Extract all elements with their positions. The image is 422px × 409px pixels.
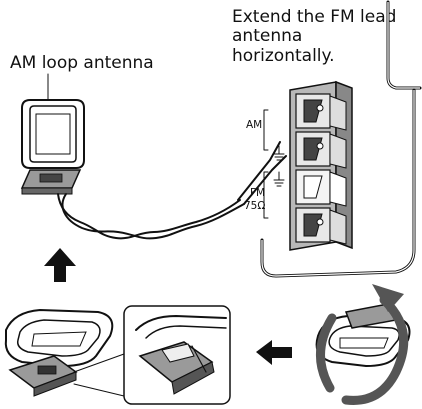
fm-instruction-line3: horizontally. [232,46,335,66]
am-loop-antenna [20,99,85,195]
terminal-labels: AM FM 75Ω [244,109,285,219]
terminal-am-ground [295,131,347,169]
fm-lead-antenna-wire [260,0,422,278]
zoom-leader-top [73,353,125,373]
terminal-am-1 [295,93,347,131]
terminal-fm [295,207,347,245]
antenna-terminal-block [289,80,353,251]
zoom-detail-box [123,305,231,405]
arrow-left-icon [256,340,292,365]
terminal-fm-label: FM [250,187,265,199]
loop-antenna-assembled [4,308,114,397]
fm-instruction-line1: Extend the FM lead [232,7,396,27]
zoom-leader-bottom [73,383,125,397]
fm-instruction-line2: antenna [232,26,302,46]
ground-icon [273,145,285,161]
terminal-fm-impedance-label: 75Ω [244,200,265,212]
rotate-arrow-icon [316,284,409,405]
loop-antenna-rotating [315,303,411,368]
arrow-up-icon [44,248,76,282]
terminal-fm-ground [295,169,347,207]
terminal-am-label: AM [246,119,262,131]
am-loop-antenna-label: AM loop antenna [10,53,154,73]
ground-icon [273,171,285,187]
am-antenna-twisted-cord [57,141,287,240]
